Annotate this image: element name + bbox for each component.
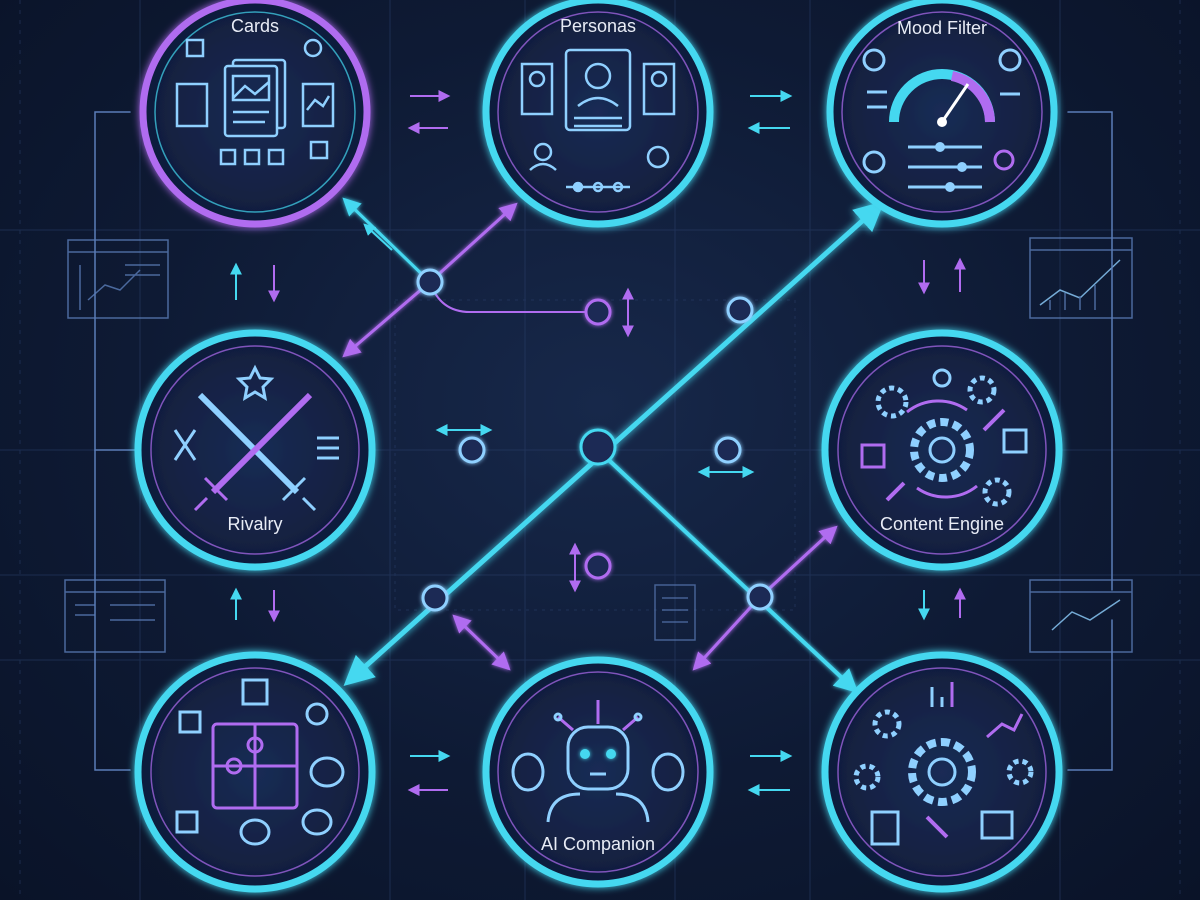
node-personas-label: Personas — [560, 16, 636, 36]
mood-gauge-icon — [862, 48, 1022, 192]
persona-profile-icon — [520, 48, 676, 193]
node-ai-companion[interactable]: AI Companion — [482, 656, 714, 888]
node-rivalry-label: Rivalry — [227, 514, 282, 534]
node-cards-label: Cards — [231, 16, 279, 36]
node-mood-filter[interactable]: Mood Filter — [826, 0, 1058, 228]
node-mood-filter-label: Mood Filter — [897, 18, 987, 38]
crossed-swords-icon — [173, 364, 339, 512]
node-ai-companion-label: AI Companion — [541, 834, 655, 854]
cards-stack-icon — [175, 38, 335, 166]
node-cards[interactable]: Cards — [139, 0, 371, 228]
puzzle-icon — [175, 678, 345, 846]
analytics-gears-icon — [853, 682, 1034, 846]
node-content-engine[interactable]: Content Engine — [821, 329, 1063, 571]
side-panel-left-top — [67, 239, 169, 319]
side-panel-left-bottom — [64, 579, 166, 653]
side-panel-right-top — [1029, 237, 1133, 319]
node-content-engine-label: Content Engine — [880, 514, 1004, 534]
node-puzzle[interactable] — [134, 651, 376, 893]
robot-head-icon — [511, 700, 685, 823]
node-personas[interactable]: Personas — [482, 0, 714, 228]
side-panel-right-bottom — [1029, 579, 1133, 653]
node-rivalry[interactable]: Rivalry — [134, 329, 376, 571]
node-analytics[interactable] — [821, 651, 1063, 893]
small-arrows — [230, 90, 966, 796]
junction-nodes — [416, 268, 774, 612]
gear-icon — [860, 368, 1028, 507]
